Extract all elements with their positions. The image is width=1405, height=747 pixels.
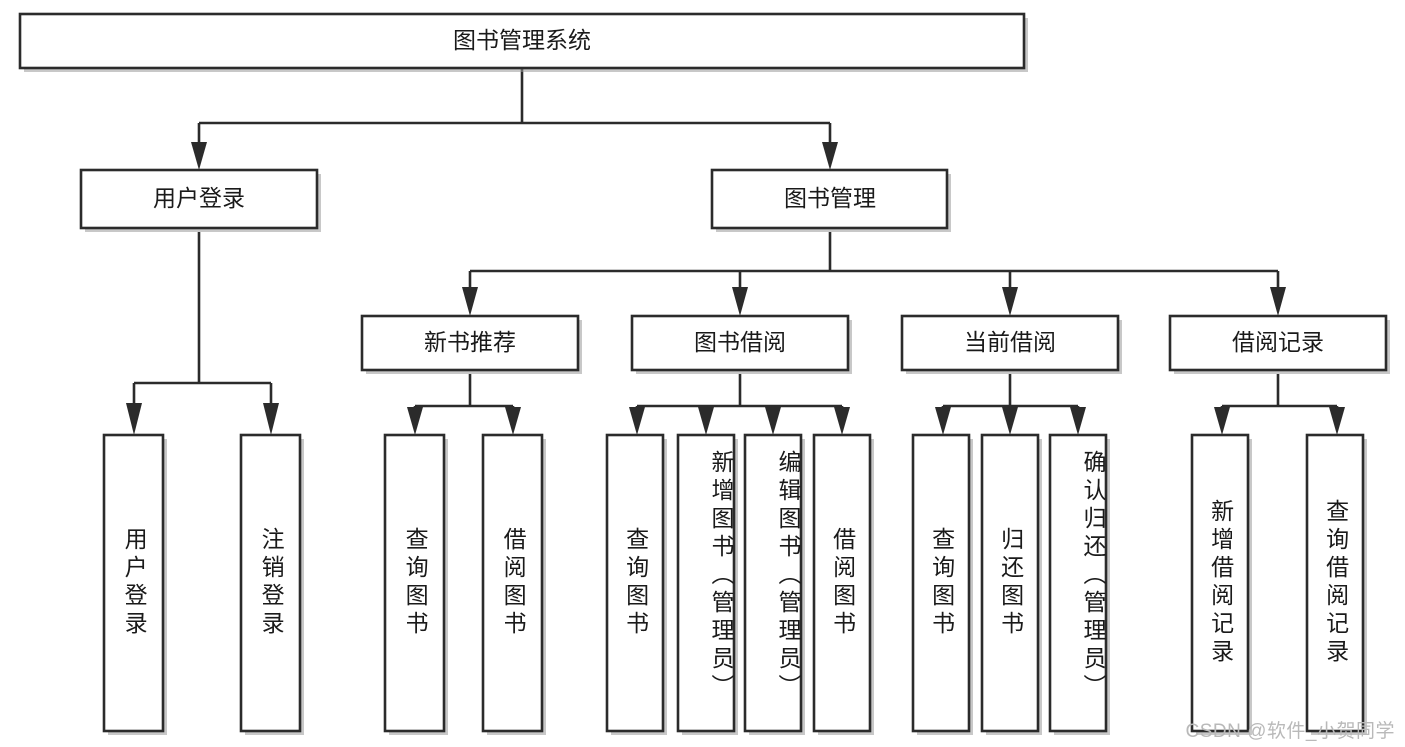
arrow-leaf-add-record [1214,407,1230,435]
arrow-leaf-edit-book [765,407,781,435]
leaf-confirm-return[interactable] [1048,433,1108,733]
arrow-to-new-book-recommend [462,287,478,316]
arrow-leaf-query-book-2 [629,407,645,435]
arrow-to-book-borrow [732,287,748,316]
arrow-to-borrow-record [1270,287,1286,316]
node-book-management[interactable] [710,168,949,230]
leaf-query-book-3[interactable] [911,433,971,733]
node-book-borrow-label: 图书借阅 [694,329,786,355]
arrow-leaf-query-book-1 [407,407,423,435]
node-borrow-record[interactable] [1168,314,1388,372]
nodes: 图书管理系统 用户登录 图书管理 新书推荐 图书借阅 当前借阅 借阅记录 [18,12,1390,735]
arrow-leaf-borrow-book-2 [834,407,850,435]
leaf-query-book-1[interactable] [383,433,446,733]
node-book-management-label: 图书管理 [784,185,876,211]
arrow-leaf-user-login [126,403,142,435]
leaf-query-record[interactable] [1305,433,1365,733]
leaf-query-book-2[interactable] [605,433,665,733]
arrow-to-book-manage [822,142,838,170]
root-node-label: 图书管理系统 [453,27,591,53]
arrow-leaf-logout [263,403,279,435]
leaf-return-book[interactable] [980,433,1040,733]
arrow-leaf-return-book [1002,407,1018,435]
arrow-leaf-query-record [1329,407,1345,435]
node-new-book-recommend-label: 新书推荐 [424,329,516,355]
arrow-to-current-borrow [1002,287,1018,316]
leaf-add-record[interactable] [1190,433,1250,733]
node-book-borrow[interactable] [630,314,850,372]
arrow-leaf-borrow-book-1 [505,407,521,435]
arrow-leaf-query-book-3 [935,407,951,435]
node-new-book-recommend[interactable] [360,314,580,372]
node-user-login-label: 用户登录 [153,185,245,211]
leaf-user-login[interactable] [102,433,165,733]
node-user-login[interactable] [79,168,319,230]
arrow-leaf-add-book [698,407,714,435]
connectors [126,68,1345,435]
leaf-add-book[interactable] [676,433,736,733]
csdn-watermark: CSDN @软件_小贺同学 [1185,721,1395,742]
node-current-borrow-label: 当前借阅 [964,329,1056,355]
leaf-borrow-book-1[interactable] [481,433,544,733]
node-current-borrow[interactable] [900,314,1120,372]
arrow-leaf-confirm-return [1070,407,1086,435]
node-borrow-record-label: 借阅记录 [1232,329,1324,355]
leaf-logout[interactable] [239,433,302,733]
leaf-edit-book[interactable] [743,433,803,733]
leaf-borrow-book-2[interactable] [812,433,872,733]
node-book-management-system[interactable] [18,12,1026,70]
arrow-to-user-login [191,142,207,170]
